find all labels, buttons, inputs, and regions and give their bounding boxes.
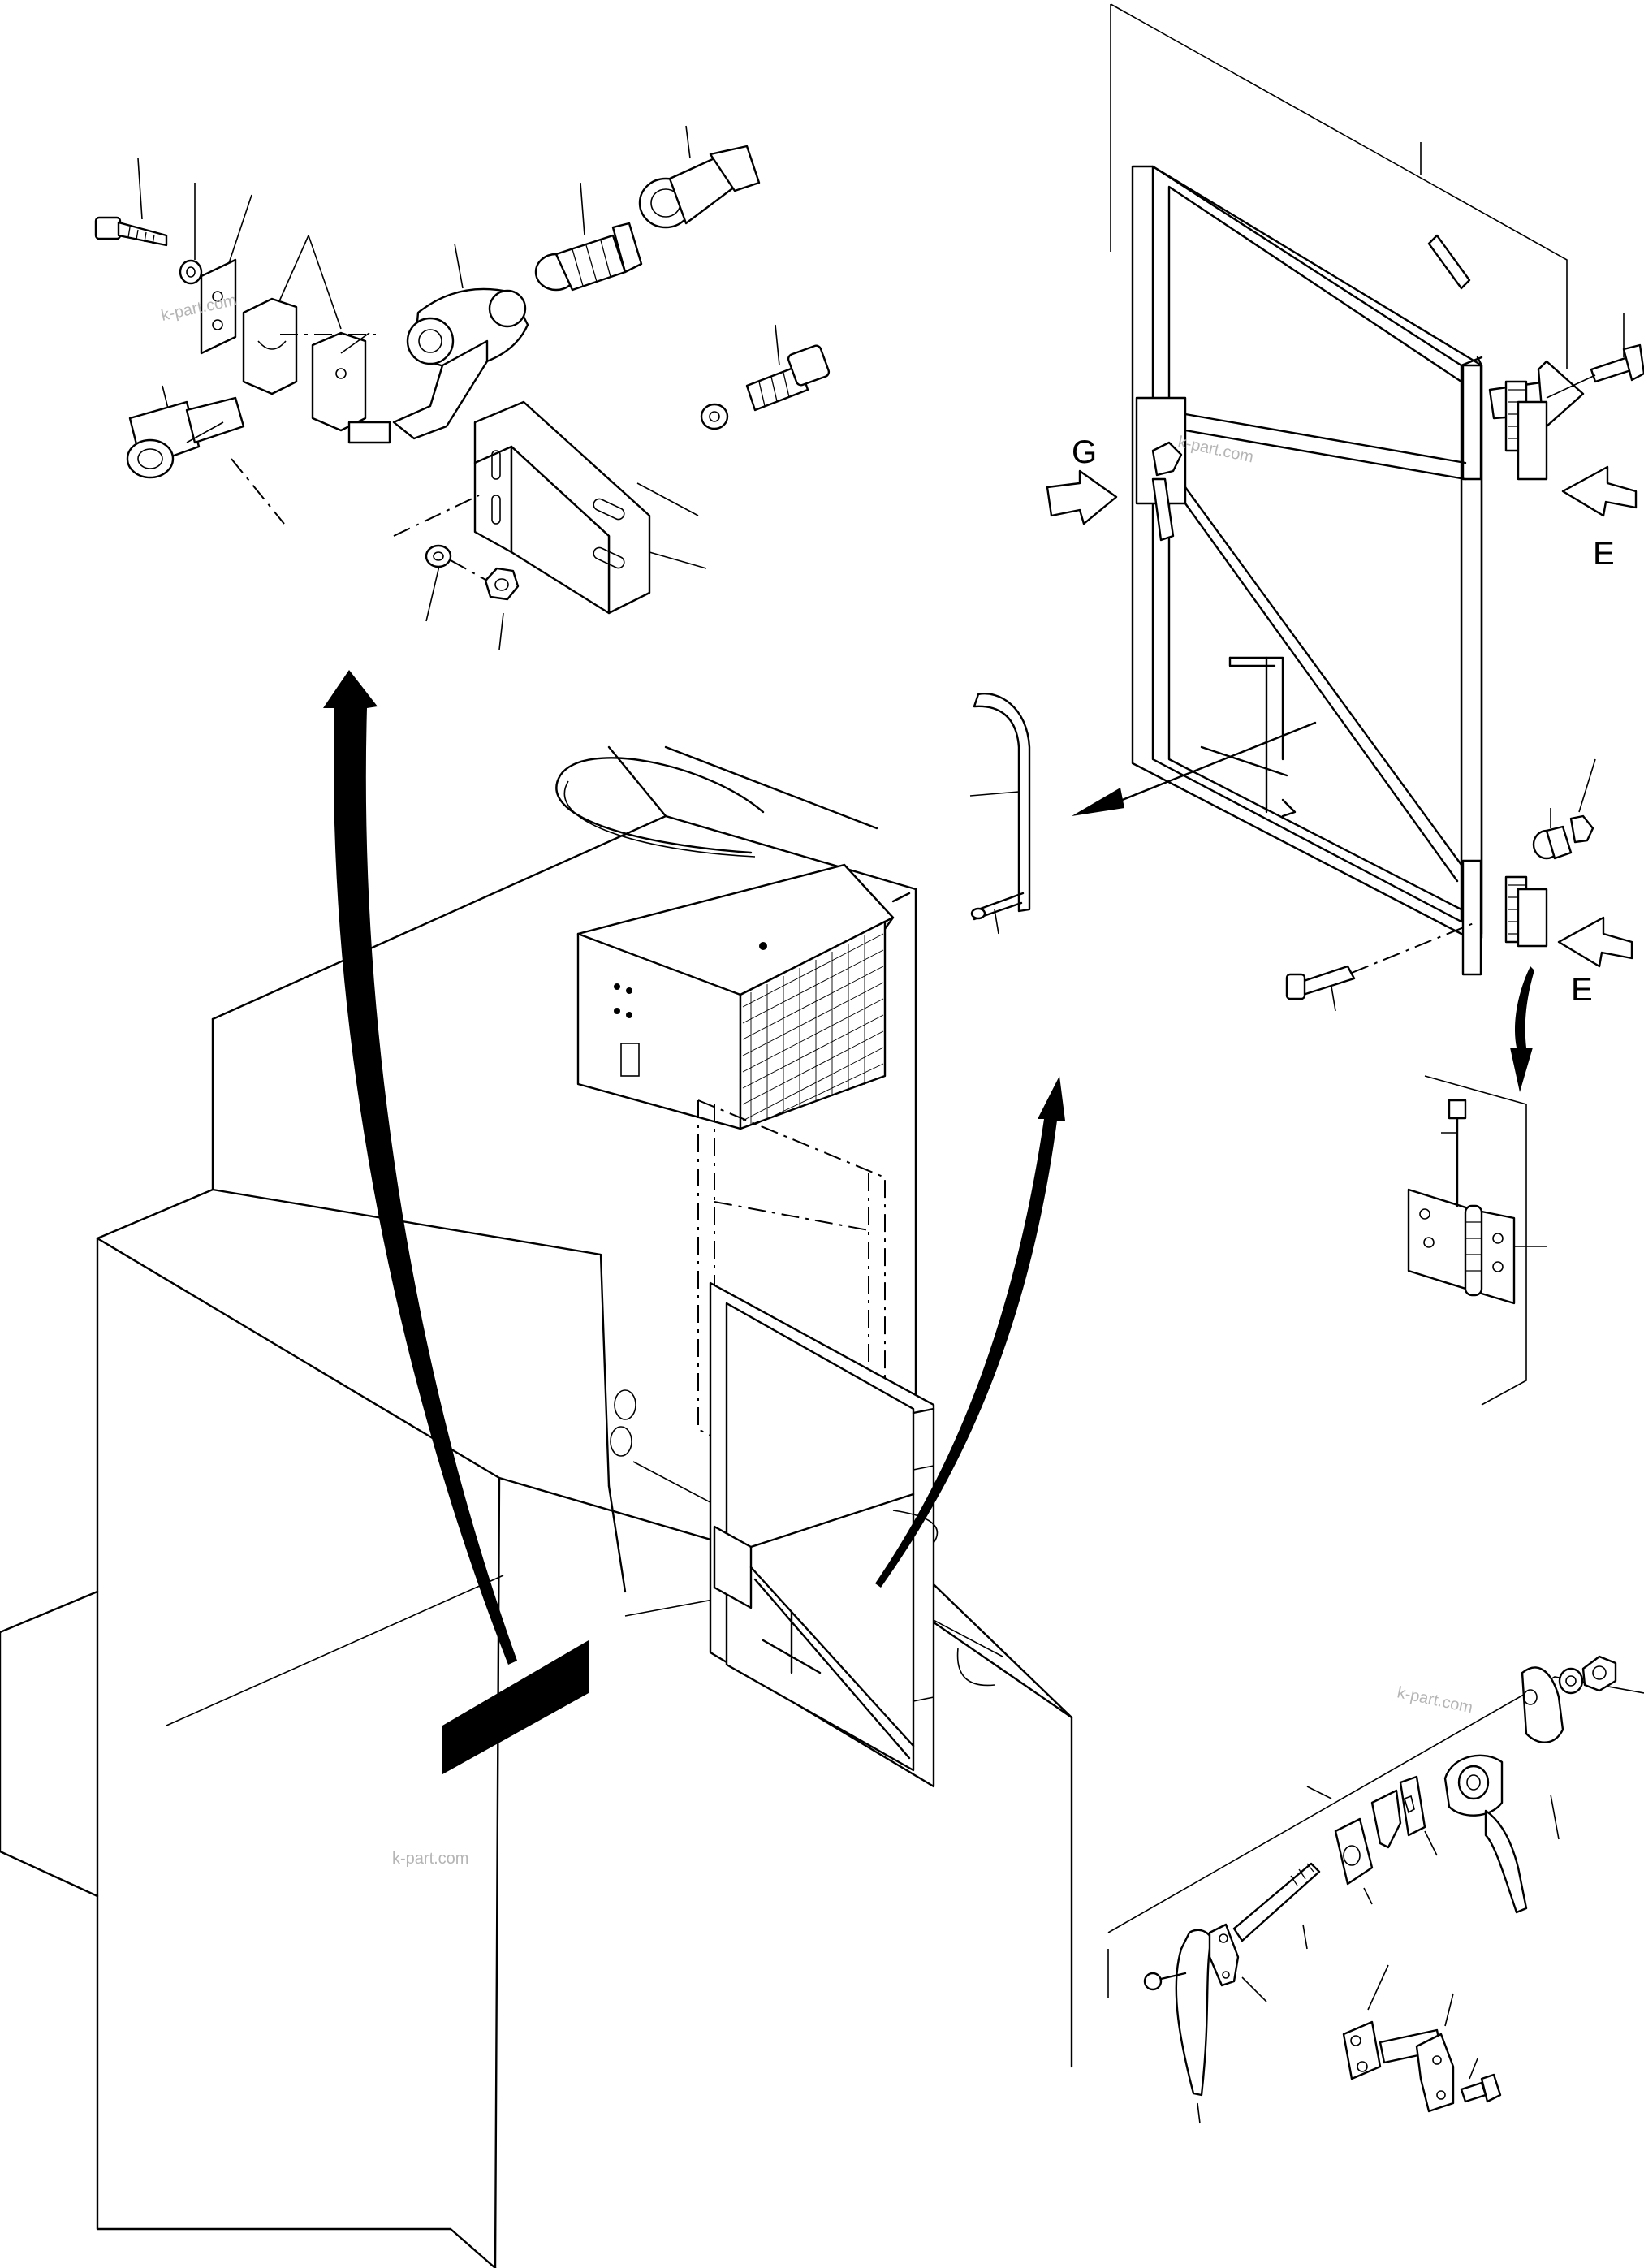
curved-arrow-left [323, 670, 517, 1665]
door-in-situ [709, 1281, 939, 1788]
hinge-detail [1407, 1075, 1547, 1406]
curved-arrow-center [875, 1076, 1065, 1588]
view-label-g: G [1072, 434, 1097, 470]
roof-ring [555, 757, 765, 858]
view-label-e-lower: E [1571, 972, 1593, 1008]
watermark-cab: k-part.com [392, 1850, 468, 1868]
air-conditioner-unit [576, 863, 911, 1130]
watermark-latch: k-part.com [1396, 1683, 1474, 1717]
door-exploded [1046, 3, 1644, 1012]
curved-arrow-hinge [1510, 966, 1534, 1092]
view-label-e-upper: E [1593, 536, 1615, 572]
stay-rod [969, 693, 1031, 935]
latch-assembly [1107, 1655, 1644, 2124]
fittings-assembly [94, 125, 831, 650]
